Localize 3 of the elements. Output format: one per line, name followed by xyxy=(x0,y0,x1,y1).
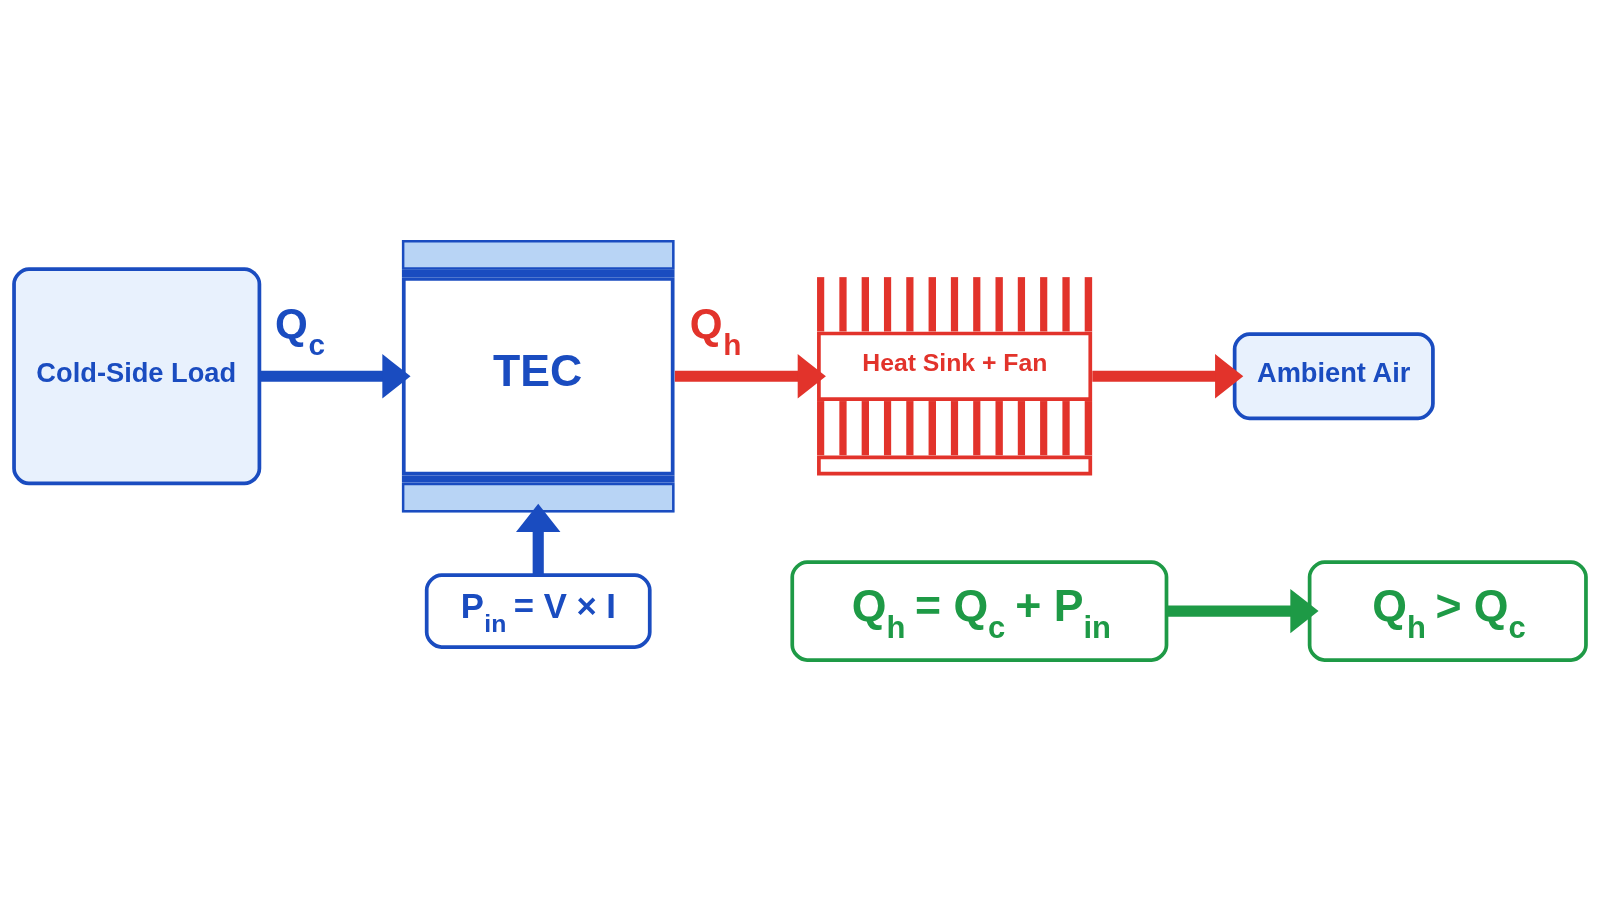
edge-label: Q$_{c}$ xyxy=(275,300,326,361)
edge-label: Q$_{h}$ xyxy=(689,300,742,361)
node-text: Heat Sink + Fan xyxy=(862,349,1048,377)
